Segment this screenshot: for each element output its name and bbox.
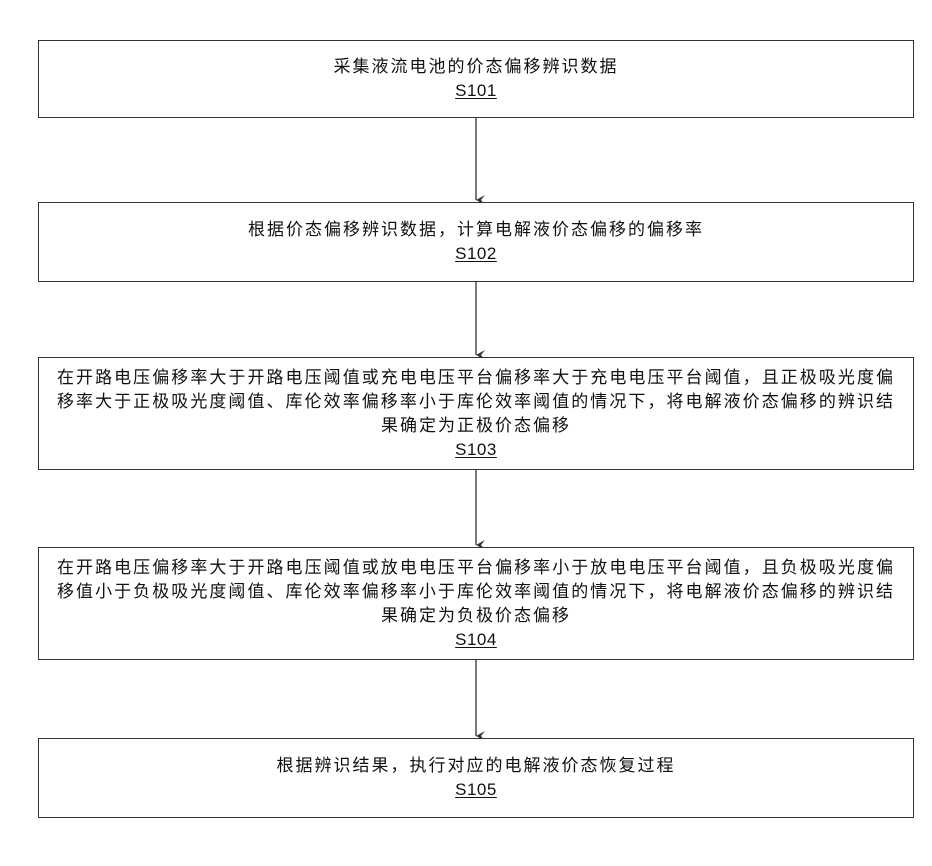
step-description: 根据价态偏移辨识数据，计算电解液价态偏移的偏移率 [238, 218, 714, 242]
step-box-s105: 根据辨识结果，执行对应的电解液价态恢复过程 S105 [38, 738, 914, 818]
step-box-s104: 在开路电压偏移率大于开路电压阈值或放电电压平台偏移率小于放电电压平台阈值，且负极… [38, 547, 914, 660]
step-box-s102: 根据价态偏移辨识数据，计算电解液价态偏移的偏移率 S102 [38, 202, 914, 282]
step-box-s101: 采集液流电池的价态偏移辨识数据 S101 [38, 40, 914, 118]
step-code: S103 [455, 438, 497, 462]
step-code: S105 [455, 778, 497, 802]
step-description: 根据辨识结果，执行对应的电解液价态恢复过程 [267, 754, 686, 778]
step-description: 在开路电压偏移率大于开路电压阈值或充电电压平台偏移率大于充电电压平台阈值，且正极… [39, 366, 913, 438]
step-code: S101 [455, 79, 497, 103]
step-box-s103: 在开路电压偏移率大于开路电压阈值或充电电压平台偏移率大于充电电压平台阈值，且正极… [38, 357, 914, 470]
step-code: S104 [455, 628, 497, 652]
step-description: 在开路电压偏移率大于开路电压阈值或放电电压平台偏移率小于放电电压平台阈值，且负极… [39, 556, 913, 628]
step-code: S102 [455, 242, 497, 266]
step-description: 采集液流电池的价态偏移辨识数据 [324, 55, 629, 79]
